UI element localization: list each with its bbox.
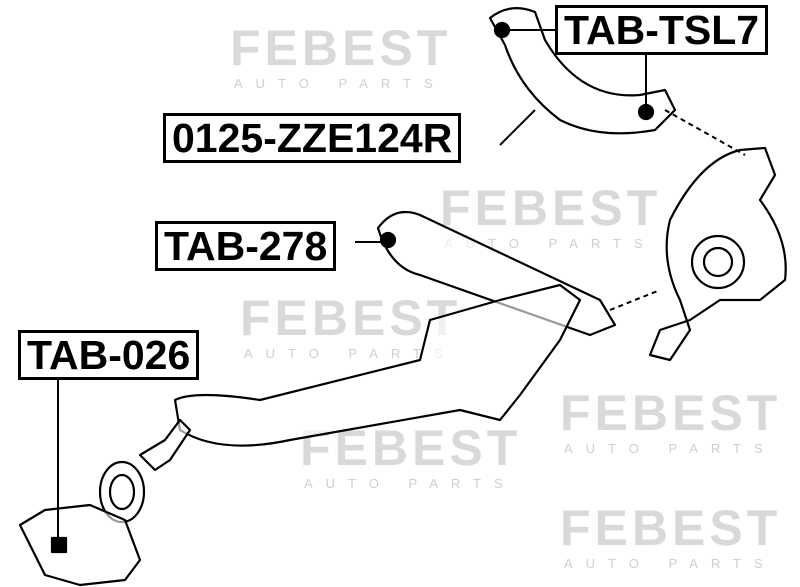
part-label-tab-278: TAB-278 [155, 221, 337, 271]
part-label-tab-tsl7: TAB-TSL7 [555, 5, 769, 55]
part-label-0125-zze124r: 0125-ZZE124R [163, 113, 462, 163]
ball-joint [138, 418, 192, 472]
bracket [18, 503, 142, 587]
upper-control-arm [488, 7, 677, 135]
part-label-tab-026: TAB-026 [18, 330, 200, 380]
trailing-arm [173, 283, 582, 447]
bushing-mark [379, 231, 397, 249]
leader-line [499, 109, 536, 146]
